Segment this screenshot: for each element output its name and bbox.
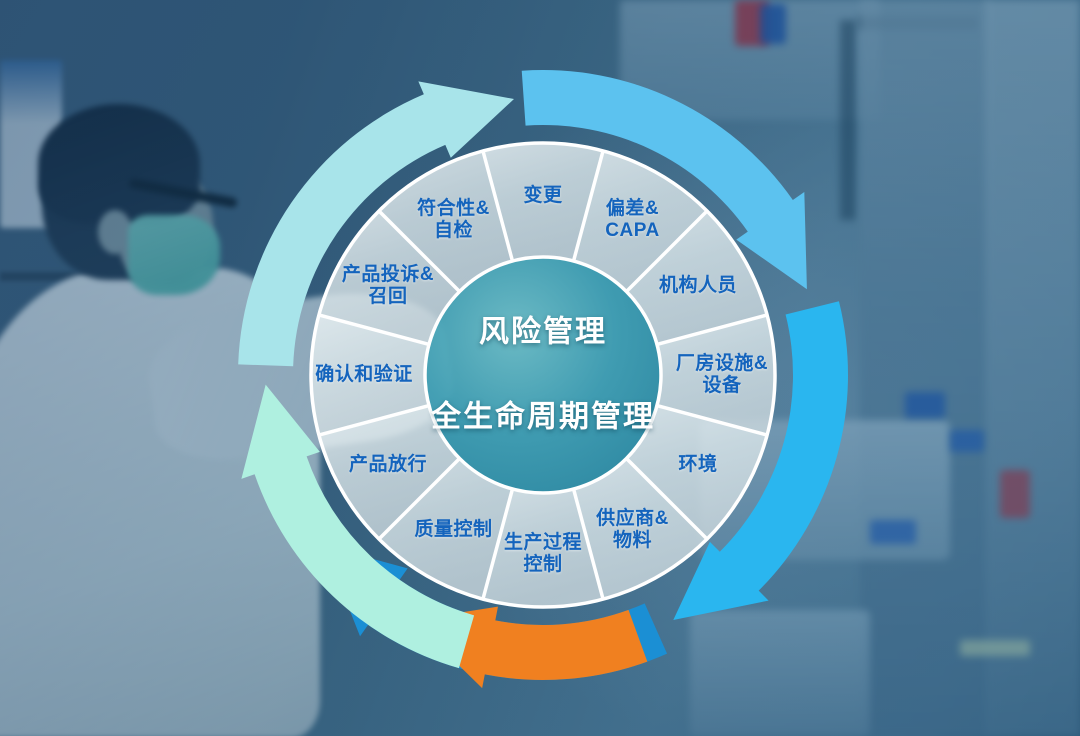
segment-label-complaint-recall: 产品投诉& 召回 [341,263,435,307]
wheel-segment-facility-equipment[interactable] [656,314,775,436]
lab-instrument-box [690,610,870,736]
blue-fitting-3 [870,520,916,544]
segment-divider [624,209,709,294]
blue-fitting-1 [905,392,945,418]
segment-label-qualification: 确认和验证 [315,363,413,385]
wheel-segment-organization[interactable] [626,210,768,345]
wheel-segment-quality-control[interactable] [378,458,513,600]
wheel-segment-production-control[interactable] [482,488,604,607]
worker-hair [38,104,200,224]
segment-label-quality-control: 质量控制 [414,519,493,540]
arrow-top [238,81,514,367]
center-disc [423,255,663,495]
center-title-line-1: 风险管理 [479,315,607,349]
wheel-segment-environment[interactable] [626,405,768,540]
segment-label-product-release: 产品放行 [348,453,427,475]
segment-divider [317,403,431,437]
wheel-outer-border [309,141,777,609]
wheel-segment-product-release[interactable] [318,405,460,540]
blue-fitting-2 [950,430,984,452]
arrow-right [521,70,807,290]
segment-divider [571,487,605,601]
segment-divider [481,149,515,263]
red-fitting [1000,470,1030,518]
worker-face-mask [128,215,220,295]
arrow-bottom-right [673,301,848,621]
segment-divider [655,403,769,437]
arrow-top-left [241,384,475,669]
center-title-line-2: 全生命周期管理 [431,400,655,434]
segment-divider [624,456,709,541]
segment-label-change: 变更 [523,184,563,206]
segment-label-supplier-material: 供应商& 物料 [596,507,669,552]
segment-label-production-control: 生产过程 控制 [503,531,583,575]
wheel-segment-complaint-recall[interactable] [318,210,460,345]
lab-equipment-column-1 [860,0,990,736]
worker-ear [98,210,132,254]
segment-divider [481,487,515,601]
wheel-segment-deviation-capa[interactable] [573,150,708,292]
lab-door-frame-left [840,20,856,220]
segment-divider [377,209,462,294]
yellow-label-strip [960,640,1030,656]
segment-label-deviation-capa: 偏差& CAPA [605,197,660,241]
center-title: 风险管理 全生命周期管理 [431,269,655,482]
wheel-segment-change[interactable] [482,143,604,262]
segment-label-environment: 环境 [678,453,718,475]
blue-valve-handle [760,4,786,44]
segment-label-facility-equipment: 厂房设施& 设备 [675,352,769,396]
wheel-segment-supplier-material[interactable] [573,458,708,600]
segment-divider [377,456,462,541]
lab-equipment-column-2 [985,0,1080,736]
segment-divider [571,149,605,263]
segment-divider [317,313,431,347]
arrow-left [412,606,648,689]
segment-label-compliance-audit: 符合性& 自检 [417,197,490,241]
segment-divider [655,313,769,347]
wheel-segment-compliance-audit[interactable] [378,150,513,292]
wheel-segment-qualification[interactable] [311,314,430,436]
segment-label-organization: 机构人员 [659,274,738,296]
